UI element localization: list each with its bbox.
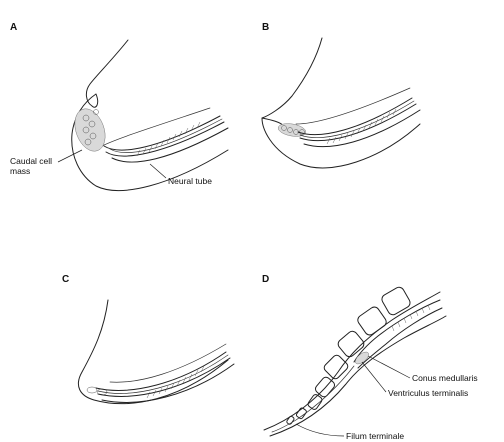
- vertebrae-d: [286, 285, 412, 425]
- leader-neural-tube: [150, 164, 166, 178]
- neural-tube-c-hatching: [147, 366, 204, 398]
- label-neural-tube: Neural tube: [168, 176, 212, 186]
- embryo-outline-c: [78, 300, 228, 404]
- panel-letter-b: B: [262, 22, 269, 33]
- neural-tube-a-hatching: [137, 122, 200, 156]
- leader-caudal-cell-mass: [58, 150, 82, 162]
- body-wall-b: [296, 88, 410, 124]
- neural-tube-c: [96, 352, 226, 390]
- panel-letter-c: C: [62, 274, 69, 285]
- label-caudal-cell-mass-1: Caudal cell: [10, 156, 52, 166]
- panel-letter-d: D: [262, 274, 269, 285]
- panel-d: D Conus medullaris Ventriculus terminali…: [262, 274, 478, 441]
- label-conus-medullaris: Conus medullaris: [412, 373, 478, 383]
- label-filum-terminale: Filum terminale: [346, 431, 404, 441]
- leader-conus-medullaris: [368, 356, 410, 378]
- label-caudal-cell-mass-2: mass: [10, 166, 30, 176]
- notochord-b: [304, 110, 420, 147]
- notochord-a: [112, 128, 228, 162]
- caudal-cell-mass-a: [69, 105, 110, 156]
- panel-a: A Caudal cell mass Neural tube: [10, 22, 228, 191]
- panel-letter-a: A: [10, 22, 17, 33]
- label-ventriculus-terminalis: Ventriculus terminalis: [388, 388, 468, 398]
- panel-c: C: [62, 274, 234, 404]
- embryo-outline-b: [262, 38, 420, 168]
- leader-ventriculus-terminalis: [362, 362, 386, 392]
- body-wall-a: [98, 108, 210, 148]
- panel-b: B: [262, 22, 420, 168]
- leader-filum-terminale: [296, 424, 344, 436]
